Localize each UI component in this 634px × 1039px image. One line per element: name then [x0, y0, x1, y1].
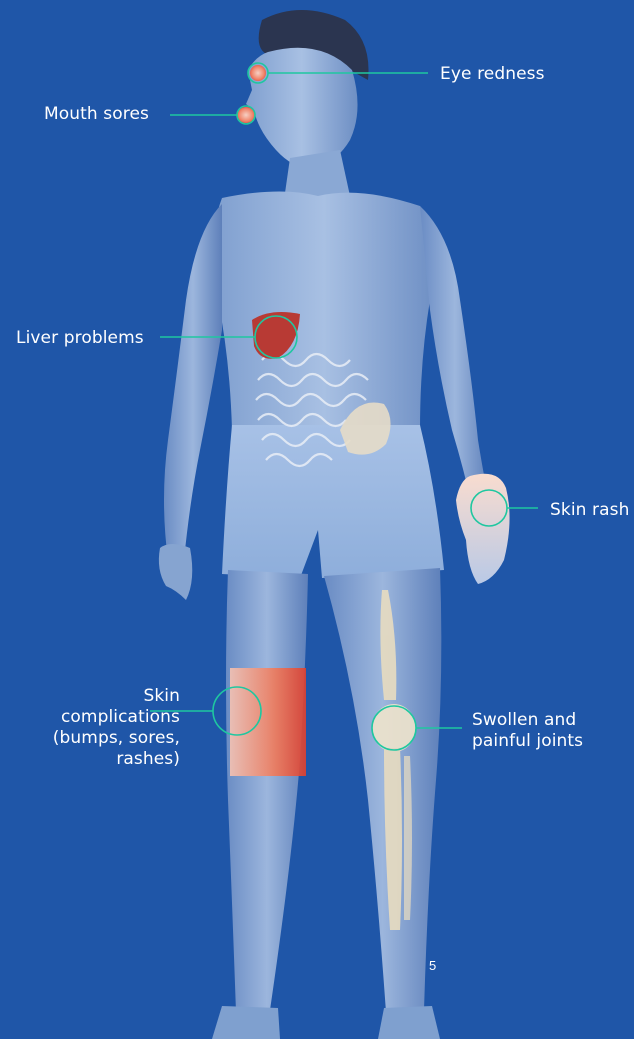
joints-label-line2: painful joints: [472, 731, 602, 752]
knee-highlight: [230, 668, 306, 776]
right-foot: [378, 1006, 440, 1039]
torso: [213, 191, 435, 430]
left-hand: [159, 544, 192, 600]
right-arm: [420, 206, 490, 506]
skin-label-line3: (bumps, sores,: [0, 728, 180, 749]
human-figure: [159, 10, 510, 1039]
skin-label-line2: complications: [0, 707, 180, 728]
eye-redness-label: Eye redness: [440, 64, 545, 85]
left-leg: [226, 570, 308, 1012]
head: [246, 48, 358, 169]
shorts: [222, 425, 444, 578]
left-arm: [164, 204, 222, 560]
eye-highlight: [250, 65, 266, 81]
mouth-sores-label: Mouth sores: [44, 104, 149, 125]
page-number: 5: [429, 958, 436, 973]
joints-label-line1: Swollen and: [472, 710, 602, 731]
left-foot: [212, 1006, 280, 1039]
swollen-joints-label: Swollen and painful joints: [472, 710, 602, 752]
skin-label-line4: rashes): [0, 749, 180, 770]
skin-label-line1: Skin: [0, 686, 180, 707]
liver-problems-label: Liver problems: [16, 328, 144, 349]
right-hand: [456, 474, 510, 584]
skin-rash-label: Skin rash: [550, 500, 629, 521]
skin-complications-label: Skin complications (bumps, sores, rashes…: [0, 686, 180, 770]
